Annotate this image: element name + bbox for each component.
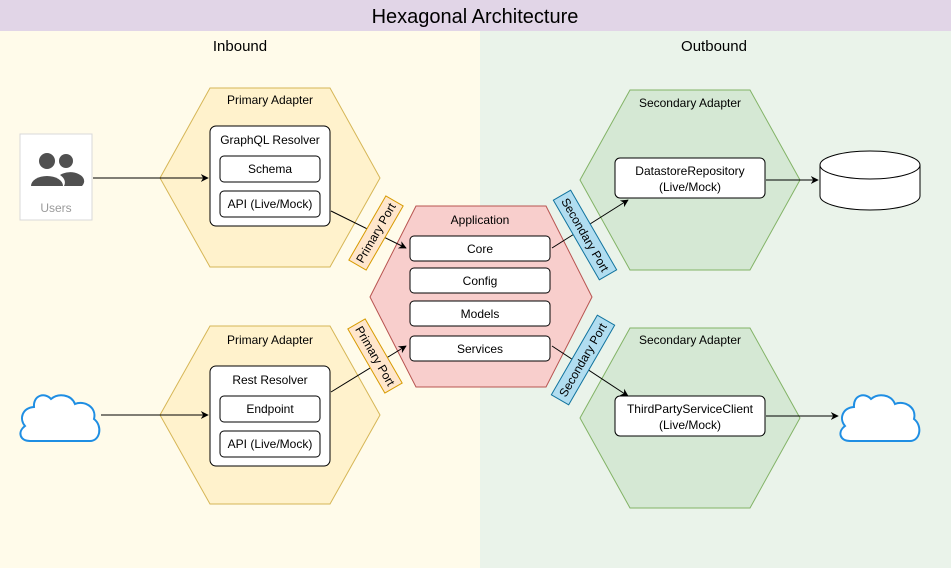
core-label: Core [467,242,493,256]
rest-resolver-title: Rest Resolver [232,373,307,387]
models-label: Models [461,307,500,321]
third-party-service-client-line1: ThirdPartyServiceClient [627,402,754,416]
diagram-title: Hexagonal Architecture [372,6,579,28]
schema-label: Schema [248,162,292,176]
application-title: Application [451,213,510,227]
endpoint-box[interactable] [219,395,321,423]
secondary-adapter-bottom-title: Secondary Adapter [639,333,741,347]
services-label: Services [457,342,503,356]
third-party-service-client-line2: (Live/Mock) [659,418,721,432]
models-box[interactable] [409,300,551,327]
app-to-thirdparty-arrow [551,345,629,397]
schema-box[interactable] [219,155,321,183]
outbound-cloud-icon [839,394,921,442]
config-label: Config [463,274,498,288]
api-live-mock-top-box[interactable] [219,190,321,218]
users-icon [31,153,85,186]
users-node[interactable]: Users [19,133,93,221]
api-live-mock-bottom-box[interactable] [219,430,321,458]
primary-adapter-top-title: Primary Adapter [227,93,313,107]
third-party-service-client-box[interactable] [614,395,766,437]
title-bar [0,0,951,31]
database-icon [819,150,921,211]
services-box[interactable] [409,335,551,362]
primary-adapter-bottom-title: Primary Adapter [227,333,313,347]
datastore-repository-line2: (Live/Mock) [659,180,721,194]
graphql-resolver-title: GraphQL Resolver [220,133,320,147]
datastore-repository-box[interactable] [614,157,766,199]
core-box[interactable] [409,235,551,262]
config-box[interactable] [409,267,551,294]
inbound-cloud-icon [19,394,101,442]
secondary-adapter-top-title: Secondary Adapter [639,96,741,110]
endpoint-label: Endpoint [246,402,294,416]
api-live-mock-top-label: API (Live/Mock) [228,197,313,211]
api-live-mock-bottom-label: API (Live/Mock) [228,437,313,451]
rest-to-app-arrow [330,345,407,393]
users-label: Users [40,201,71,215]
outbound-label: Outbound [681,38,747,55]
datastore-repository-line1: DatastoreRepository [635,164,744,178]
inbound-label: Inbound [213,38,267,55]
